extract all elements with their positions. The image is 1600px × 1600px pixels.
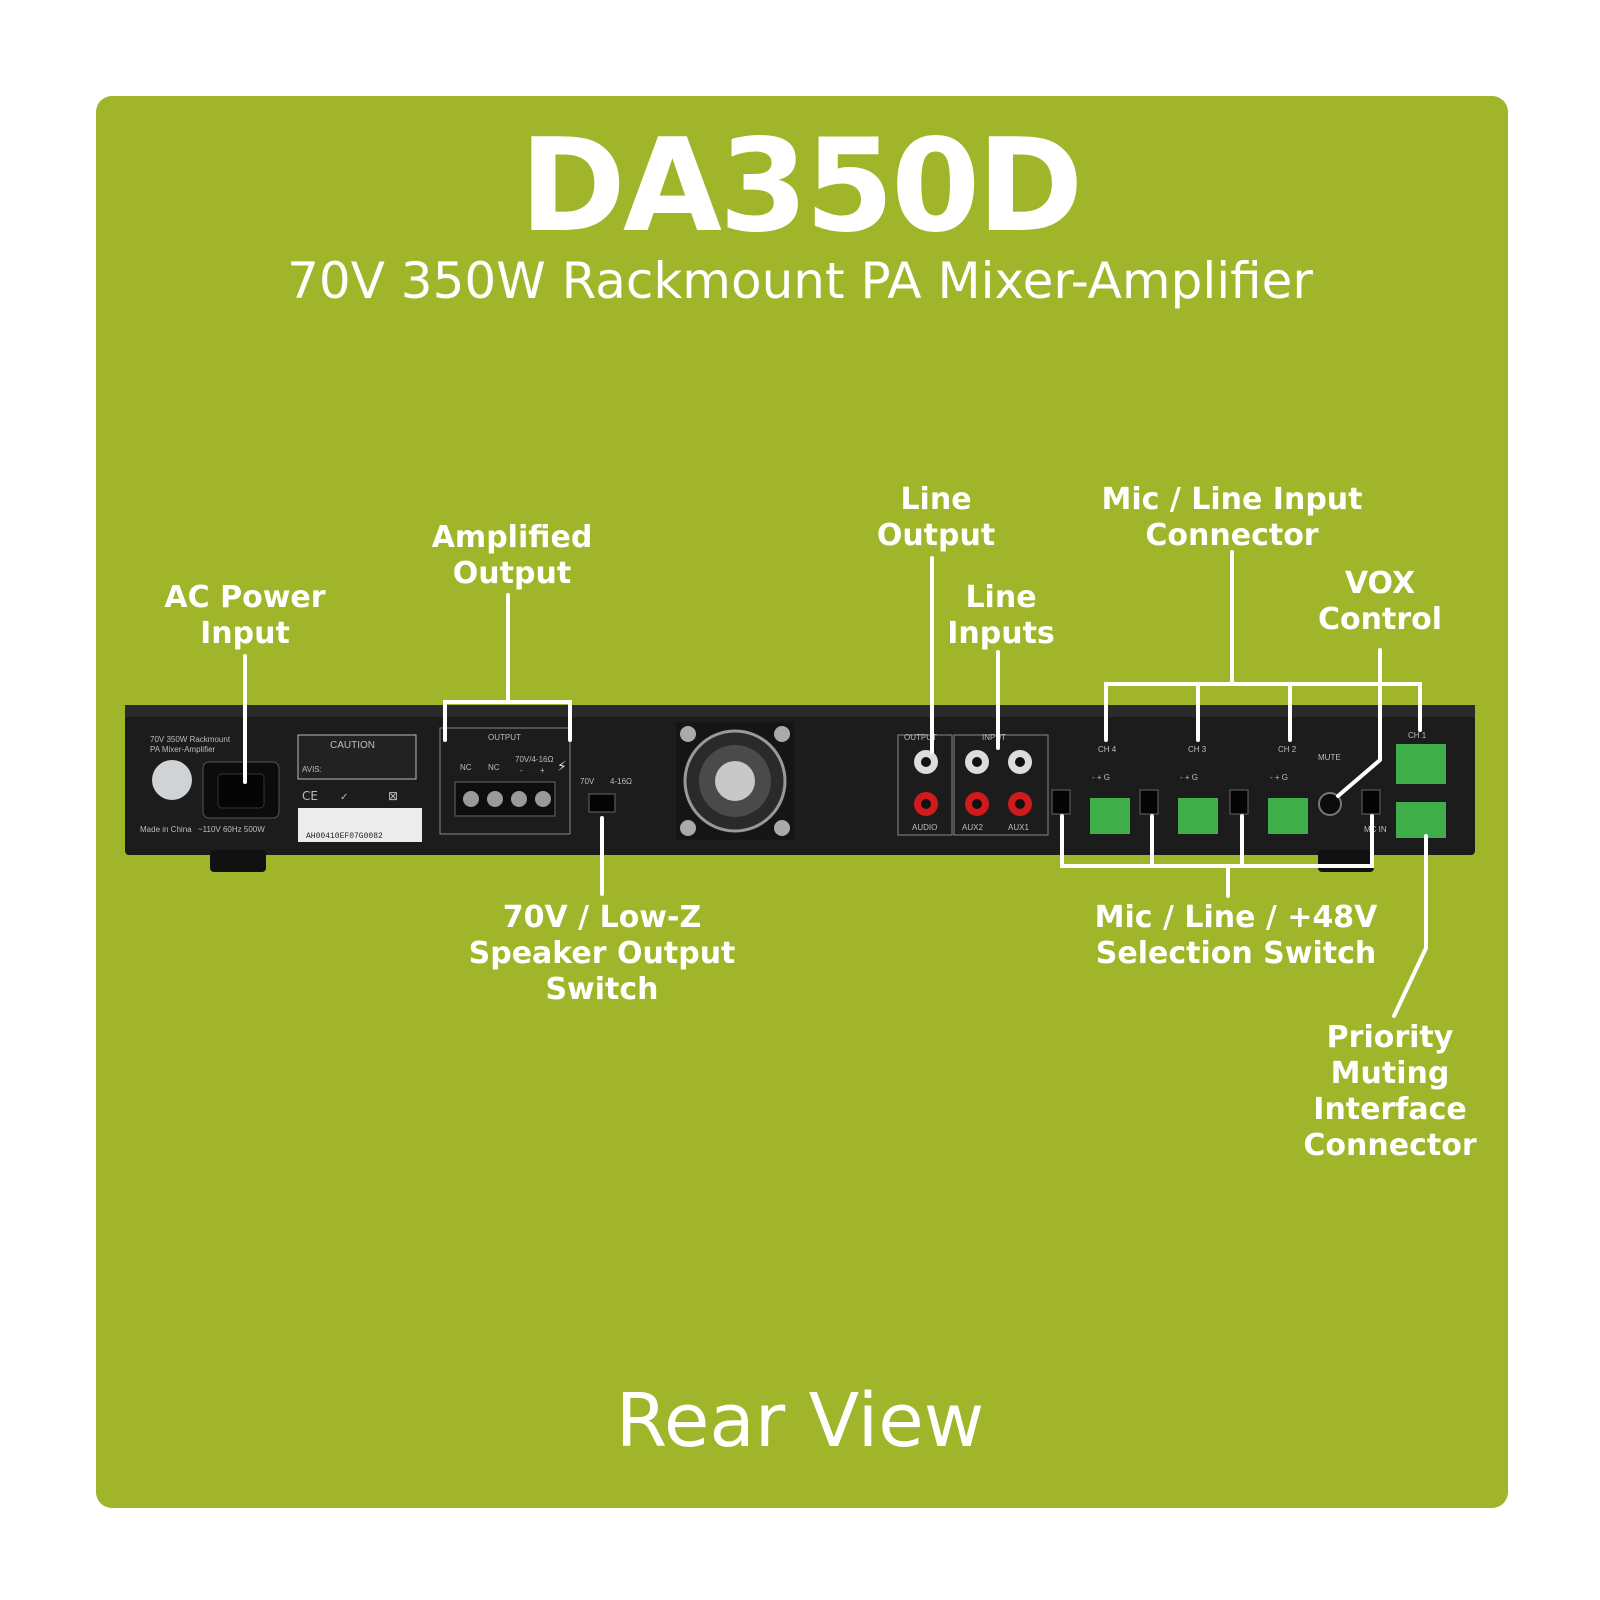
weee-icon: ⊠ [388, 789, 398, 803]
selector-switch-ch1[interactable] [1361, 789, 1381, 815]
speaker-mode-switch[interactable] [588, 793, 616, 813]
selector-switch-ch4[interactable] [1051, 789, 1071, 815]
chassis-top-edge [125, 705, 1475, 717]
mc-in-label: MC IN [1364, 825, 1387, 834]
aux2-label: AUX2 [962, 823, 983, 832]
nc-label-1: NC [460, 763, 472, 772]
terminal-ch2[interactable] [1268, 798, 1308, 834]
serial-number: AH00410EF07G0082 [306, 832, 383, 841]
product-subtitle: 70V 350W Rackmount PA Mixer-Amplifier [287, 252, 1313, 310]
svg-text:- + G: - + G [1092, 773, 1110, 782]
rca-jacks-red[interactable] [914, 792, 1032, 816]
bracket-amplified-output [443, 700, 572, 742]
terminal-priority-muting[interactable] [1396, 802, 1446, 838]
selector-switch-ch3[interactable] [1139, 789, 1159, 815]
view-caption: Rear View [615, 1378, 985, 1464]
certification-seal [152, 760, 192, 800]
fan-hub-sticker [715, 761, 755, 801]
svg-text:CH 4: CH 4 [1098, 745, 1117, 754]
mute-label: MUTE [1318, 753, 1341, 762]
selector-switch-ch2[interactable] [1229, 789, 1249, 815]
model-title: DA350D [519, 112, 1084, 261]
lightning-icon: ⚡ [557, 759, 567, 775]
serial-sticker [298, 808, 422, 842]
caution-sticker [297, 734, 417, 780]
output-frame-label: OUTPUT [488, 733, 521, 742]
vox-knob[interactable] [1318, 792, 1342, 816]
channel-strip-ch3: CH 3 - + G [1139, 745, 1218, 834]
rca-jacks-white[interactable] [914, 750, 1032, 774]
foot-left [210, 850, 266, 872]
ce-mark: CE [302, 789, 318, 803]
svg-text:CH 2: CH 2 [1278, 745, 1297, 754]
brand-line-2: PA Mixer-Amplifier [150, 745, 216, 754]
chassis [125, 705, 1475, 855]
bracket-mic-line-input [1104, 682, 1422, 742]
brand-line-1: 70V 350W Rackmount [150, 735, 231, 744]
channel-strip-ch4: CH 4 - + G [1051, 745, 1130, 834]
leader-vox [1336, 648, 1382, 798]
ch1-label: CH 1 [1408, 731, 1427, 740]
switch-70v-label: 70V [580, 777, 595, 786]
bracket-selection-switch [1060, 814, 1374, 868]
rca-output-label: OUTPUT [904, 733, 937, 742]
terminal-screws [463, 791, 551, 807]
svg-text:CH 3: CH 3 [1188, 745, 1207, 754]
rohs-mark: ✓ [340, 792, 348, 803]
svg-text:- + G: - + G [1270, 773, 1288, 782]
avis-label: AVIS: [302, 765, 322, 774]
channel-strip-ch2: CH 2 - + G [1229, 745, 1308, 834]
switch-lowz-label: 4-16Ω [610, 777, 632, 786]
output-frame [439, 727, 571, 835]
minus-label: - [520, 766, 523, 775]
caution-label: CAUTION [330, 740, 375, 751]
plus-label: + [540, 766, 545, 775]
audio-label: AUDIO [912, 823, 937, 832]
rca-input-label: INPUT [982, 733, 1006, 742]
terminal-ch3[interactable] [1178, 798, 1218, 834]
leader-priority-muting [1392, 834, 1428, 1018]
made-in-china: Made in China [140, 825, 192, 834]
ac-inlet-socket [217, 773, 265, 809]
svg-text:- + G: - + G [1180, 773, 1198, 782]
speaker-rating: 70V/4-16Ω [515, 755, 553, 764]
nc-label-2: NC [488, 763, 500, 772]
terminal-ch4[interactable] [1090, 798, 1130, 834]
fan-screws [680, 726, 790, 836]
power-rating: ~110V 60Hz 500W [198, 825, 265, 834]
rca-output-frame [897, 734, 953, 836]
rca-input-frame [953, 734, 1049, 836]
terminal-ch1[interactable] [1396, 744, 1446, 784]
aux1-label: AUX1 [1008, 823, 1029, 832]
